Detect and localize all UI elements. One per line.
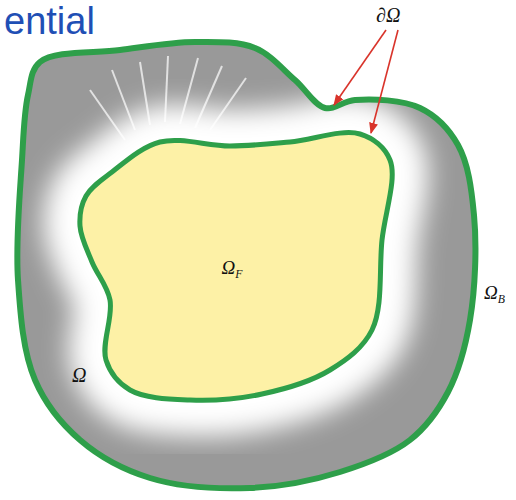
grey-band (17, 42, 475, 488)
region-label: Ω (72, 364, 86, 387)
white-streak (180, 58, 198, 124)
white-streak (90, 90, 125, 140)
boundary-line (80, 133, 392, 401)
white-streak (210, 78, 246, 130)
boundary-line (17, 42, 475, 488)
white-streak (140, 62, 150, 125)
region-label: ΩB (484, 282, 505, 304)
outer-region: Ω ΩF (14, 38, 480, 494)
white-streak (165, 56, 168, 122)
inner-region-outline (76, 128, 396, 404)
slide-title: ential (4, 0, 95, 43)
leader-line (371, 30, 398, 133)
leader-line (334, 30, 386, 105)
region-label: ΩF (222, 257, 243, 279)
inner-region: ΩF (76, 128, 396, 404)
boundary-label: ∂Ω (376, 4, 400, 27)
white-streak (112, 70, 135, 130)
white-band (80, 133, 392, 401)
